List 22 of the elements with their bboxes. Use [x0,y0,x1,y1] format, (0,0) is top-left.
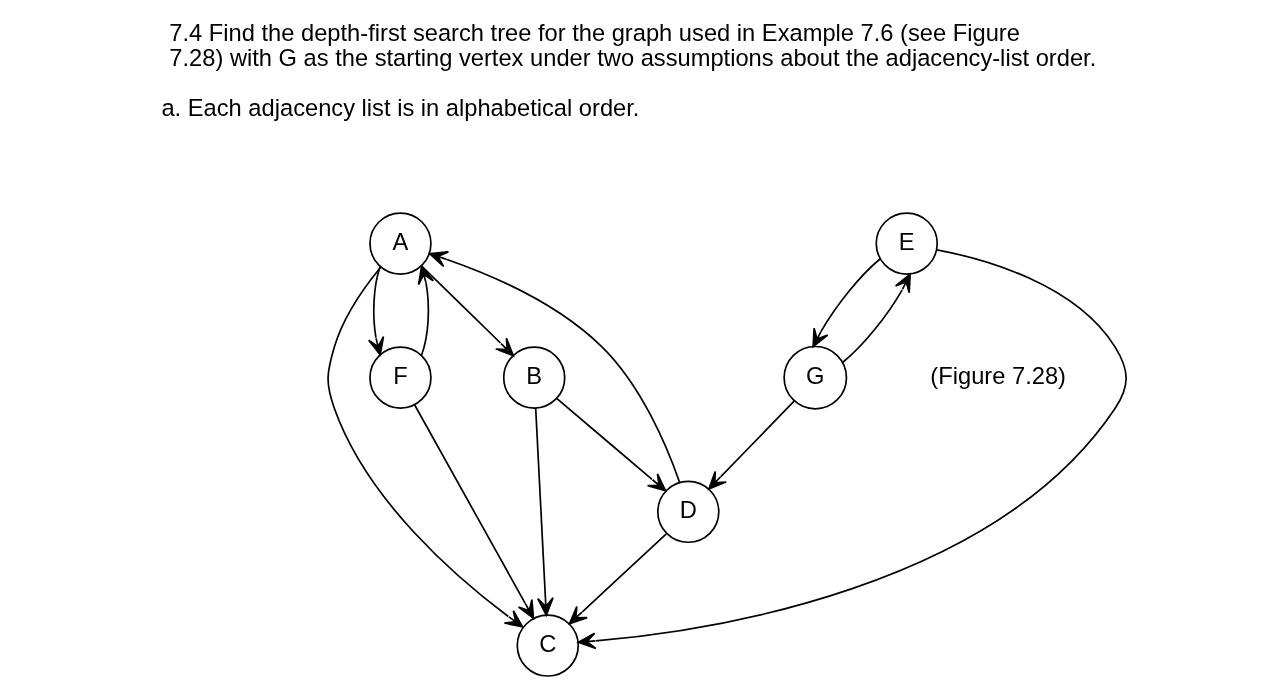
node-circle: F [368,346,432,409]
arrow [428,251,680,483]
arrow [555,397,666,492]
node-circle: C [515,614,579,677]
node-circle: B [502,346,566,409]
arrow [576,248,1127,650]
caption: (Figure 7.28) [929,362,1066,389]
arrow [413,403,534,620]
arrow [568,533,667,625]
diagram-title: 7.4 Find the depth-first search tree for the graph used in Example 7.6 (see Figure 7.28) with G as the starting vertex under two assumptions about the adjacency-list order. [168,19,1096,72]
arrow [811,257,881,348]
node-circle: E [874,212,938,275]
arrow [417,265,434,357]
arrow [326,266,523,628]
node-circle: A [368,212,432,275]
node-circle: G [782,345,847,410]
arrow [534,407,554,616]
label: a. Each adjacency list is in alphabetical order. [160,95,639,122]
node-circle: D [656,480,720,544]
arrow [367,266,384,356]
arrow [707,400,795,490]
arrow [841,273,911,364]
